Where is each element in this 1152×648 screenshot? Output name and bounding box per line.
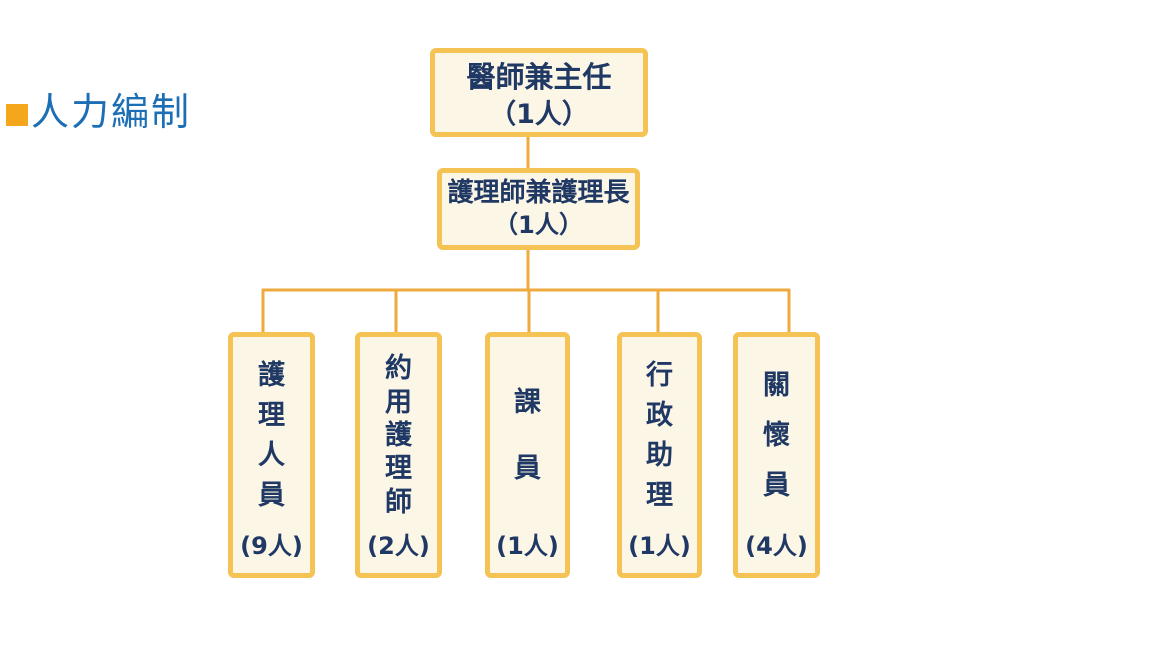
org-box-admin-assistant-title: 行政助理 <box>646 360 673 511</box>
org-box-admin-assistant-count: (1人) <box>628 532 691 560</box>
org-box-nursing-staff: 護理人員 (9人) <box>228 332 315 578</box>
org-box-contract-nurse-count: (2人) <box>367 532 430 560</box>
square-bullet-icon <box>6 104 28 126</box>
org-box-director-count: （1人） <box>489 98 589 130</box>
org-box-admin-assistant: 行政助理 (1人) <box>617 332 702 578</box>
org-box-contract-nurse-title: 約用護理師 <box>385 353 412 518</box>
org-box-head-nurse: 護理師兼護理長 （1人） <box>437 168 640 250</box>
org-box-care-worker-title: 關懷員 <box>763 370 790 501</box>
org-box-contract-nurse: 約用護理師 (2人) <box>355 332 442 578</box>
org-box-clerk-title: 課員 <box>514 386 541 485</box>
org-box-head-nurse-count: （1人） <box>493 211 584 240</box>
org-box-clerk-count: (1人) <box>496 532 559 560</box>
org-box-care-worker: 關懷員 (4人) <box>733 332 820 578</box>
org-box-clerk: 課員 (1人) <box>485 332 570 578</box>
page-title: 人力編制 <box>31 90 192 134</box>
org-box-nursing-staff-title: 護理人員 <box>258 360 285 511</box>
org-box-nursing-staff-count: (9人) <box>240 532 303 560</box>
org-box-director-title: 醫師兼主任 <box>466 60 612 94</box>
org-box-care-worker-count: (4人) <box>745 532 808 560</box>
org-box-director: 醫師兼主任 （1人） <box>430 48 648 137</box>
org-box-head-nurse-title: 護理師兼護理長 <box>447 178 630 208</box>
slide-title: 人力編制 <box>6 90 191 136</box>
